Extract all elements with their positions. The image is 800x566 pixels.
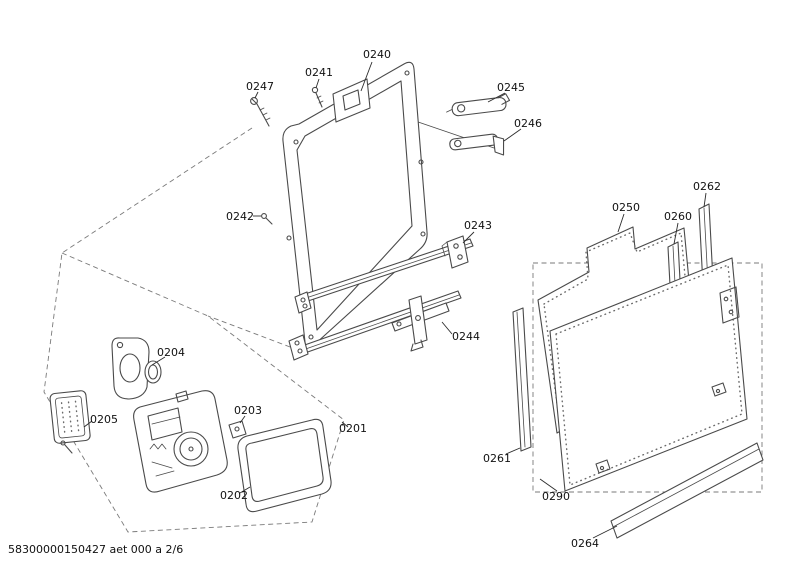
part-0202-door-frame: [237, 418, 332, 513]
part-label-0204: 0204: [157, 346, 185, 359]
part-0245-latch: [446, 93, 511, 117]
part-label-0205: 0205: [90, 413, 118, 426]
part-label-0264: 0264: [571, 537, 599, 550]
part-0242-screw: [261, 213, 273, 225]
part-label-0201: 0201: [339, 422, 367, 435]
part-label-0240: 0240: [363, 48, 391, 61]
part-label-0244: 0244: [452, 330, 480, 343]
part-0205-screw: [60, 440, 73, 454]
part-0244-hinge-bar: [391, 295, 450, 352]
part-label-0202: 0202: [220, 489, 248, 502]
part-0240-inner-door-panel: [282, 61, 498, 349]
part-label-0260: 0260: [664, 210, 692, 223]
part-0243-bracket: [441, 235, 469, 269]
part-0204-holder: [111, 337, 162, 400]
leader-lines: [83, 61, 707, 539]
part-dispenser-assembly: [133, 390, 228, 493]
part-label-0241: 0241: [305, 66, 333, 79]
part-label-0250: 0250: [612, 201, 640, 214]
part-0290-door-front: [549, 257, 748, 492]
part-0203-clip: [228, 420, 247, 439]
part-0246-latch-hook: [449, 133, 505, 156]
document-code: 58300000150427 aet 000 a 2/6: [8, 543, 183, 556]
part-label-0247: 0247: [246, 80, 274, 93]
part-0247-screw: [250, 97, 271, 127]
part-label-0261: 0261: [483, 452, 511, 465]
part-label-0262: 0262: [693, 180, 721, 193]
part-0261-side-strip: [512, 307, 532, 452]
part-0264-kick-panel: [610, 442, 764, 539]
part-label-0203: 0203: [234, 404, 262, 417]
part-label-0245: 0245: [497, 81, 525, 94]
door-latch-cutout: [332, 78, 371, 123]
part-0241-screw: [311, 86, 324, 108]
part-label-0290: 0290: [542, 490, 570, 503]
assembly-group-outline: [43, 127, 763, 533]
part-label-0243: 0243: [464, 219, 492, 232]
part-label-0246: 0246: [514, 117, 542, 130]
part-labels: 0240 0241 0247 0245 0246 0242 0243 0250 …: [90, 48, 721, 550]
part-0205-panel: [49, 390, 91, 444]
part-label-0242: 0242: [226, 210, 254, 223]
